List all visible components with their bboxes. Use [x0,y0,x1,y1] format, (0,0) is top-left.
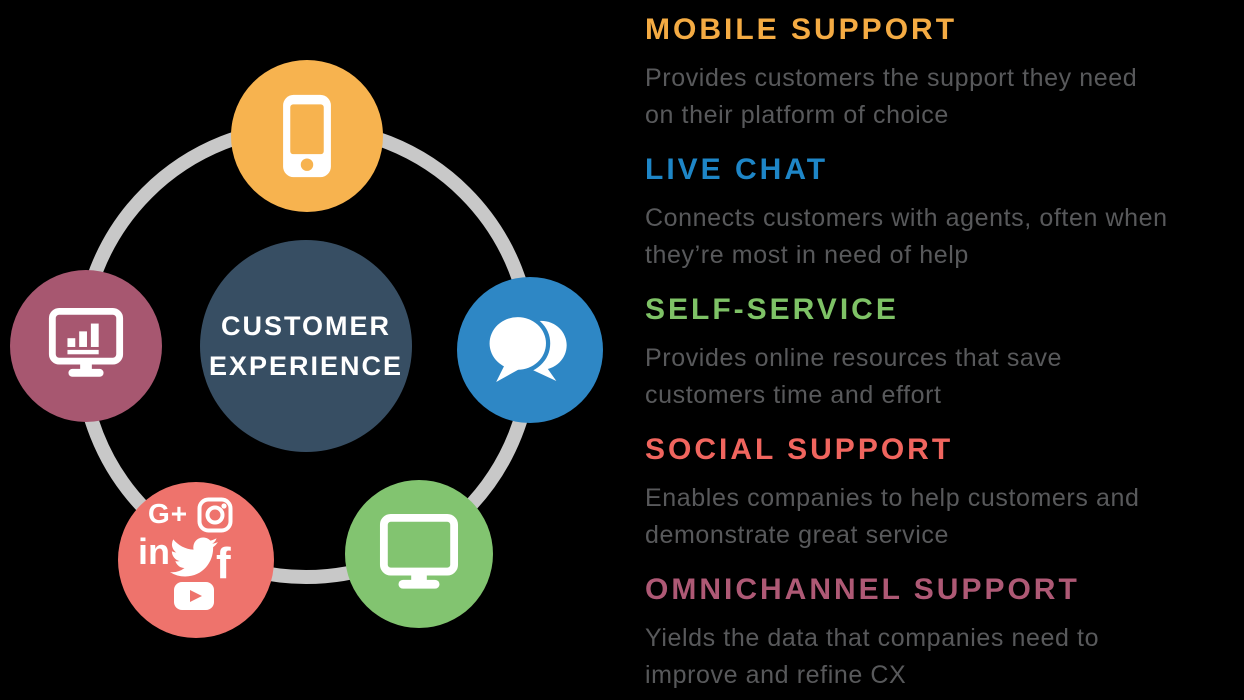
section-body-line2: demonstrate great service [645,521,950,549]
section-body-line2: customers time and effort [645,381,942,409]
section-title: MOBILE SUPPORT [645,13,958,46]
section-mobile-support: MOBILE SUPPORT Provides customers the su… [645,12,1237,134]
instagram-icon [197,497,233,533]
section-body-line2: improve and refine CX [645,661,907,689]
section-live-chat: LIVE CHAT Connects customers with agents… [645,152,1237,274]
linkedin-icon: in [138,531,170,572]
google-plus-icon: G+ [148,498,189,529]
node-omnichannel-support [10,270,162,422]
node-mobile-support [231,60,383,212]
section-body-line1: Provides online resources that save [645,344,1063,372]
section-title: LIVE CHAT [645,153,829,186]
youtube-icon [174,582,214,610]
section-title: SELF-SERVICE [645,293,899,326]
node-self-service [345,480,493,628]
section-title: OMNICHANNEL SUPPORT [645,573,1080,606]
section-body-line2: they’re most in need of help [645,241,969,269]
monitor-bar-chart-icon [48,307,124,377]
center-label: CUSTOMER EXPERIENCE [209,306,403,386]
section-body-line1: Yields the data that companies need to [645,624,1100,652]
section-title: SOCIAL SUPPORT [645,433,954,466]
section-body-line1: Enables companies to help customers and [645,484,1140,512]
center-customer-experience: CUSTOMER EXPERIENCE [200,240,412,452]
section-body-line1: Connects customers with agents, often wh… [645,204,1168,232]
section-self-service: SELF-SERVICE Provides online resources t… [645,292,1237,414]
section-body-line2: on their platform of choice [645,101,949,129]
node-social-support: G+ in f [118,482,274,638]
center-label-line2: EXPERIENCE [208,351,404,381]
chat-bubbles-icon [485,312,567,387]
chat-bubble-front [489,317,546,382]
node-live-chat [457,277,603,423]
facebook-icon: f [216,539,231,588]
section-social-support: SOCIAL SUPPORT Enables companies to help… [645,432,1237,554]
twitter-icon [170,537,218,577]
smartphone-icon [283,94,331,178]
desktop-monitor-icon [379,514,459,589]
center-label-line1: CUSTOMER [220,311,391,341]
section-body-line1: Provides customers the support they need [645,64,1138,92]
section-omnichannel-support: OMNICHANNEL SUPPORT Yields the data that… [645,572,1237,694]
